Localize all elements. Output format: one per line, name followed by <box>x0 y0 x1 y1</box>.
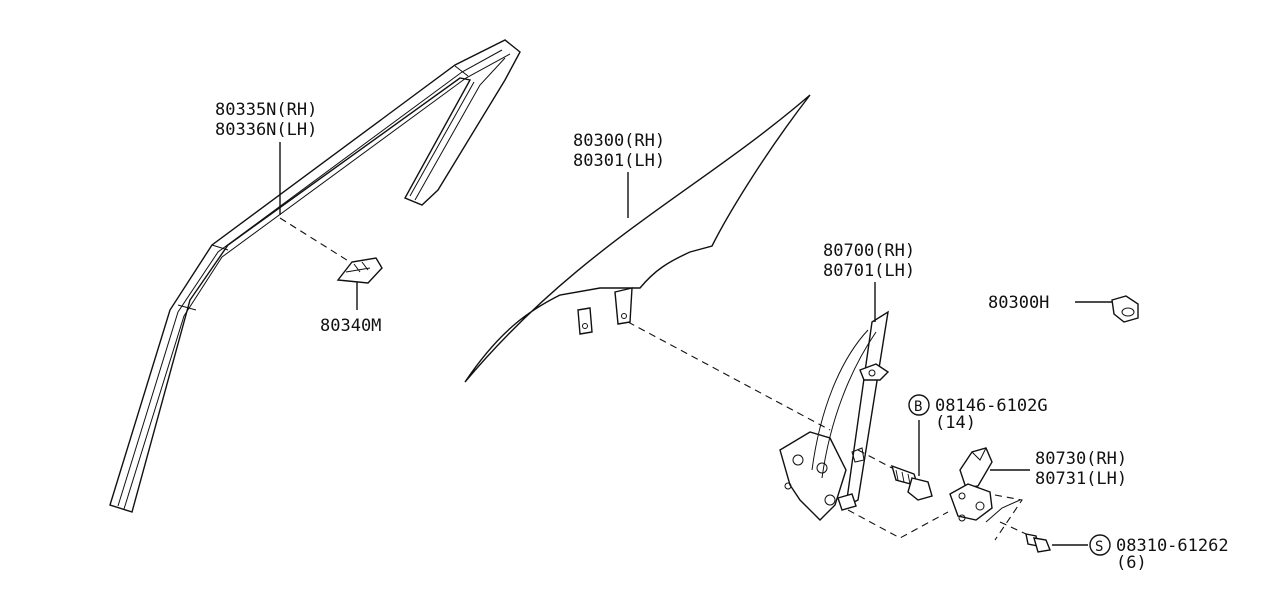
label-run-channel-lh: 80336N(LH) <box>215 120 317 140</box>
leader-bolt-dash <box>857 449 893 469</box>
clip-drawing <box>336 257 383 284</box>
bolt-drawing <box>890 464 933 501</box>
leader-glass-dash <box>627 321 831 431</box>
screw-symbol: S <box>1095 539 1103 555</box>
label-regulator-rh: 80700(RH) <box>823 241 915 261</box>
label-motor-rh: 80730(RH) <box>1035 449 1127 469</box>
label-bolt: 08146-6102G <box>935 396 1048 416</box>
label-glass-rh: 80300(RH) <box>573 131 665 151</box>
bolt-symbol-circle <box>908 394 930 416</box>
screw-drawing <box>1025 533 1051 553</box>
leader-regulator-dash <box>847 509 949 539</box>
bolt-symbol: B <box>914 399 922 415</box>
label-regulator-lh: 80701(LH) <box>823 261 915 281</box>
label-run-channel-rh: 80335N(RH) <box>215 100 317 120</box>
label-clip: 80340M <box>320 316 381 336</box>
motor-drawing <box>949 447 1021 523</box>
door-glass-drawing <box>464 94 811 383</box>
label-screw-qty: (6) <box>1116 553 1147 573</box>
screw-symbol-circle <box>1089 534 1111 556</box>
leader-clip-dash <box>279 217 351 263</box>
run-channel-drawing <box>109 39 521 513</box>
leader-motor-dash <box>994 494 1023 541</box>
label-bolt-qty: (14) <box>935 413 976 433</box>
label-motor-lh: 80731(LH) <box>1035 469 1127 489</box>
label-glass-lh: 80301(LH) <box>573 151 665 171</box>
regulator-drawing <box>779 310 890 521</box>
label-screw: 08310-61262 <box>1116 536 1229 556</box>
grommet-drawing <box>1111 295 1139 323</box>
leader-screw-dash <box>999 521 1027 535</box>
label-grommet: 80300H <box>988 293 1049 313</box>
